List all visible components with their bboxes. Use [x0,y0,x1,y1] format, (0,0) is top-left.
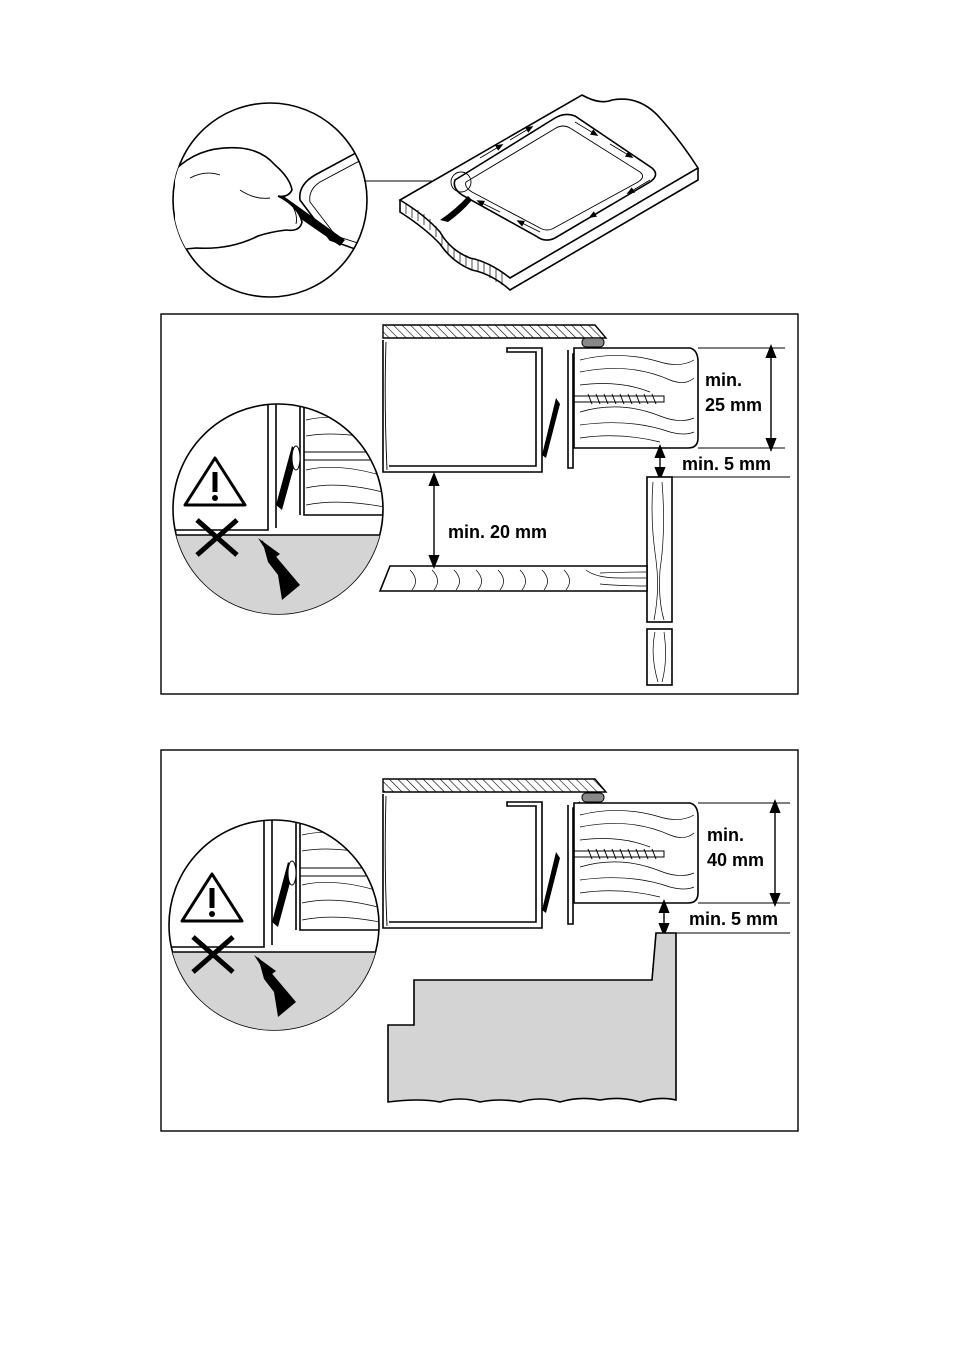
label-gap-20mm: min. 20 mm [448,522,547,542]
worktop-slab [400,95,698,290]
hand-icon [175,148,302,250]
detail-circle-hand [173,103,380,297]
figure-installation-b: min. 40 mm min. 5 mm [161,750,798,1131]
figure-installation-a: min. 25 mm min. 5 mm [161,314,798,694]
worktop-wood-a [574,348,698,448]
label-worktop-min-b: min. [707,825,744,845]
label-worktop-40mm: 40 mm [707,850,764,870]
detail-circle-warning-b [165,815,385,1042]
detail-circle-warning-a [170,400,390,625]
label-gap-5mm-a: min. 5 mm [682,454,771,474]
worktop-wood-b [574,803,698,903]
figure-sealing [173,95,698,297]
oven-block [388,933,676,1102]
label-worktop-min-a: min. [705,370,742,390]
label-gap-5mm-b: min. 5 mm [689,909,778,929]
cabinet-side-panel [647,477,672,685]
label-worktop-25mm: 25 mm [705,395,762,415]
shelf-board [380,566,647,591]
